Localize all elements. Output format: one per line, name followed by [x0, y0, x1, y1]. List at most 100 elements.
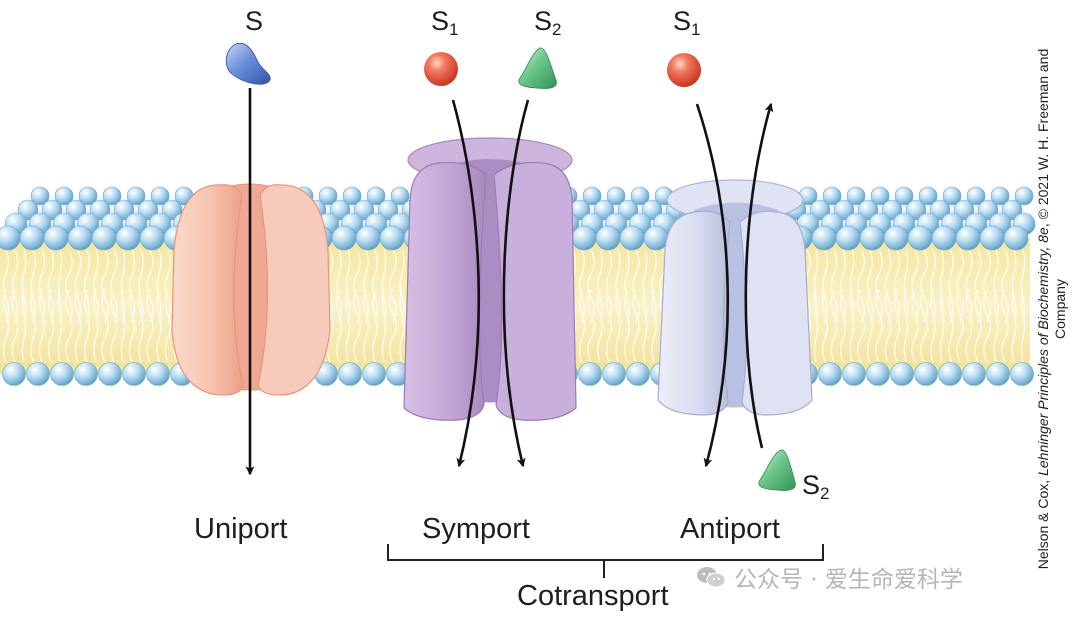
- lipid-tail: [30, 289, 36, 363]
- lipid-head: [362, 362, 386, 386]
- substrates: [225, 42, 796, 491]
- lipid-head: [1010, 362, 1034, 386]
- lipid-tail: [381, 289, 387, 363]
- lipid-head: [606, 186, 626, 206]
- lipid-tail: [822, 289, 828, 363]
- lipid-head: [41, 199, 63, 221]
- cotransport-label: Cotransport: [517, 580, 669, 612]
- lipid-head: [833, 199, 855, 221]
- lipid-tail: [948, 249, 954, 323]
- lipid-tail: [38, 289, 46, 363]
- lipid-tail: [336, 249, 342, 323]
- lipid-tail: [830, 249, 838, 323]
- lipid-head: [338, 362, 362, 386]
- lipid-tail: [353, 249, 361, 323]
- lipid-tail: [948, 289, 954, 363]
- lipid-tail: [830, 289, 838, 363]
- lipid-head: [19, 225, 45, 251]
- lipid-head: [630, 186, 650, 206]
- uniport-label: Uniport: [194, 513, 288, 545]
- lipid-tail: [983, 249, 991, 323]
- transport-arrows: [245, 88, 774, 476]
- lipid-tail: [956, 289, 964, 363]
- lipid-head: [98, 362, 122, 386]
- lipid-tail: [2, 289, 10, 363]
- lipid-tail: [866, 249, 874, 323]
- lipid-tail: [1020, 249, 1026, 323]
- lipid-tail: [956, 249, 964, 323]
- lipid-tail: [884, 249, 892, 323]
- lipid-head: [977, 199, 999, 221]
- lipid-tail: [74, 249, 82, 323]
- lipid-tail: [839, 289, 847, 363]
- antiport-s2-label: S2: [802, 470, 830, 503]
- lipid-tail: [642, 289, 648, 363]
- lipid-head: [955, 225, 981, 251]
- lipid-tail: [345, 289, 351, 363]
- lipid-head: [65, 199, 87, 221]
- lipid-head: [643, 225, 669, 251]
- lipid-tail: [856, 249, 866, 323]
- lipid-head: [26, 362, 50, 386]
- lipid-tail: [156, 249, 162, 323]
- lipid-head: [966, 186, 986, 206]
- lipid-head: [953, 199, 975, 221]
- lipid-tail: [939, 249, 945, 323]
- lipid-tail: [930, 289, 936, 363]
- lipid-tail: [596, 249, 604, 323]
- lipid-tail: [813, 249, 819, 323]
- lipid-tail: [65, 289, 73, 363]
- lipid-head: [113, 199, 135, 221]
- uniport-protein-left: [171, 184, 244, 396]
- antiport-label: Antiport: [680, 513, 780, 545]
- lipid-tail: [38, 249, 46, 323]
- lipid-head: [602, 362, 626, 386]
- lipid-tail: [605, 249, 613, 323]
- lipid-head: [962, 362, 986, 386]
- lipid-head: [857, 199, 879, 221]
- lipid-tail: [813, 289, 819, 363]
- lipid-tail: [128, 289, 136, 363]
- lipid-tail: [110, 289, 118, 363]
- lipid-head: [822, 186, 842, 206]
- lipid-head: [126, 186, 146, 206]
- lipid-tail: [164, 249, 172, 323]
- lipid-tail: [993, 289, 999, 363]
- lipid-tail: [596, 289, 604, 363]
- lipid-head: [938, 362, 962, 386]
- symport-s1-label: S1: [431, 6, 459, 39]
- lipid-tail: [849, 249, 855, 323]
- lipid-head: [89, 199, 111, 221]
- symport-protein-left: [403, 161, 487, 421]
- lipid-head: [593, 199, 615, 221]
- lipid-tail: [381, 249, 387, 323]
- antiport-substrate-s1-ball: [667, 53, 701, 87]
- lipid-tail: [120, 289, 126, 363]
- lipid-tail: [903, 289, 909, 363]
- lipid-tail: [146, 249, 154, 323]
- lipid-tail: [903, 249, 909, 323]
- lipid-head: [918, 186, 938, 206]
- lipid-head: [122, 362, 146, 386]
- lipid-head: [979, 225, 1005, 251]
- lipid-tail: [1001, 289, 1009, 363]
- lipid-tail: [47, 289, 55, 363]
- lipid-head: [137, 199, 159, 221]
- lipid-head: [931, 225, 957, 251]
- lipid-tail: [164, 289, 172, 363]
- lipid-head: [17, 199, 39, 221]
- watermark: 公众号 · 爱生命爱科学: [696, 560, 963, 594]
- lipid-tail: [372, 289, 378, 363]
- lipid-tail: [822, 249, 828, 323]
- lipid-tail: [11, 289, 19, 363]
- lipid-head: [353, 199, 375, 221]
- lipid-tail: [21, 289, 27, 363]
- lipid-head: [866, 362, 890, 386]
- lipid-tail: [1020, 289, 1026, 363]
- lipid-tail: [345, 249, 351, 323]
- antiport-protein-right: [739, 210, 813, 416]
- lipid-tail: [911, 289, 919, 363]
- lipid-tail: [651, 289, 657, 363]
- uniport-substrate-wedge: [225, 42, 271, 85]
